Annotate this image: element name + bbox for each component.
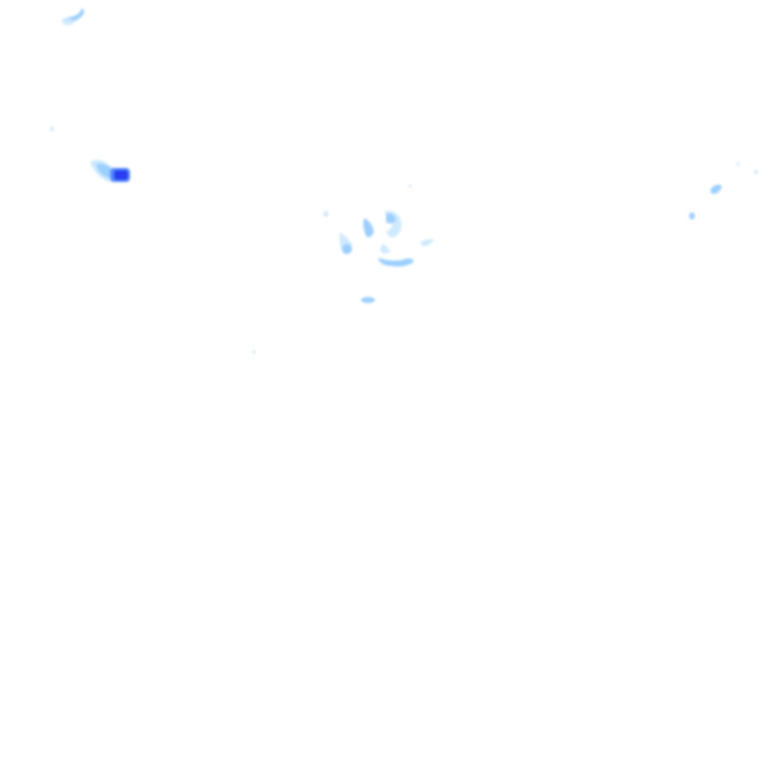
echo-shape [689, 212, 695, 220]
echo-shape [736, 162, 740, 166]
echo-shape [361, 297, 375, 303]
echo-shape [384, 210, 402, 238]
echo-core [114, 170, 128, 180]
echo-shape [62, 8, 84, 23]
echo-cell-top-left [62, 8, 84, 25]
echo-cluster-right [689, 162, 758, 220]
echo-shape [323, 211, 329, 217]
echo-cluster-central [252, 184, 434, 354]
echo-shape [420, 239, 434, 246]
echo-shape [386, 213, 396, 224]
echo-shape [50, 127, 54, 131]
echo-shape [408, 184, 412, 188]
echo-speck-left [50, 127, 54, 131]
echo-shape [378, 258, 414, 267]
echo-shape [62, 19, 74, 25]
echo-cell-intense [90, 159, 130, 183]
echo-shape [380, 244, 390, 254]
echo-shape [363, 218, 374, 238]
echo-shape [342, 244, 352, 254]
echo-shape [252, 350, 256, 354]
echo-shape [754, 170, 758, 174]
echo-shape [710, 184, 722, 194]
